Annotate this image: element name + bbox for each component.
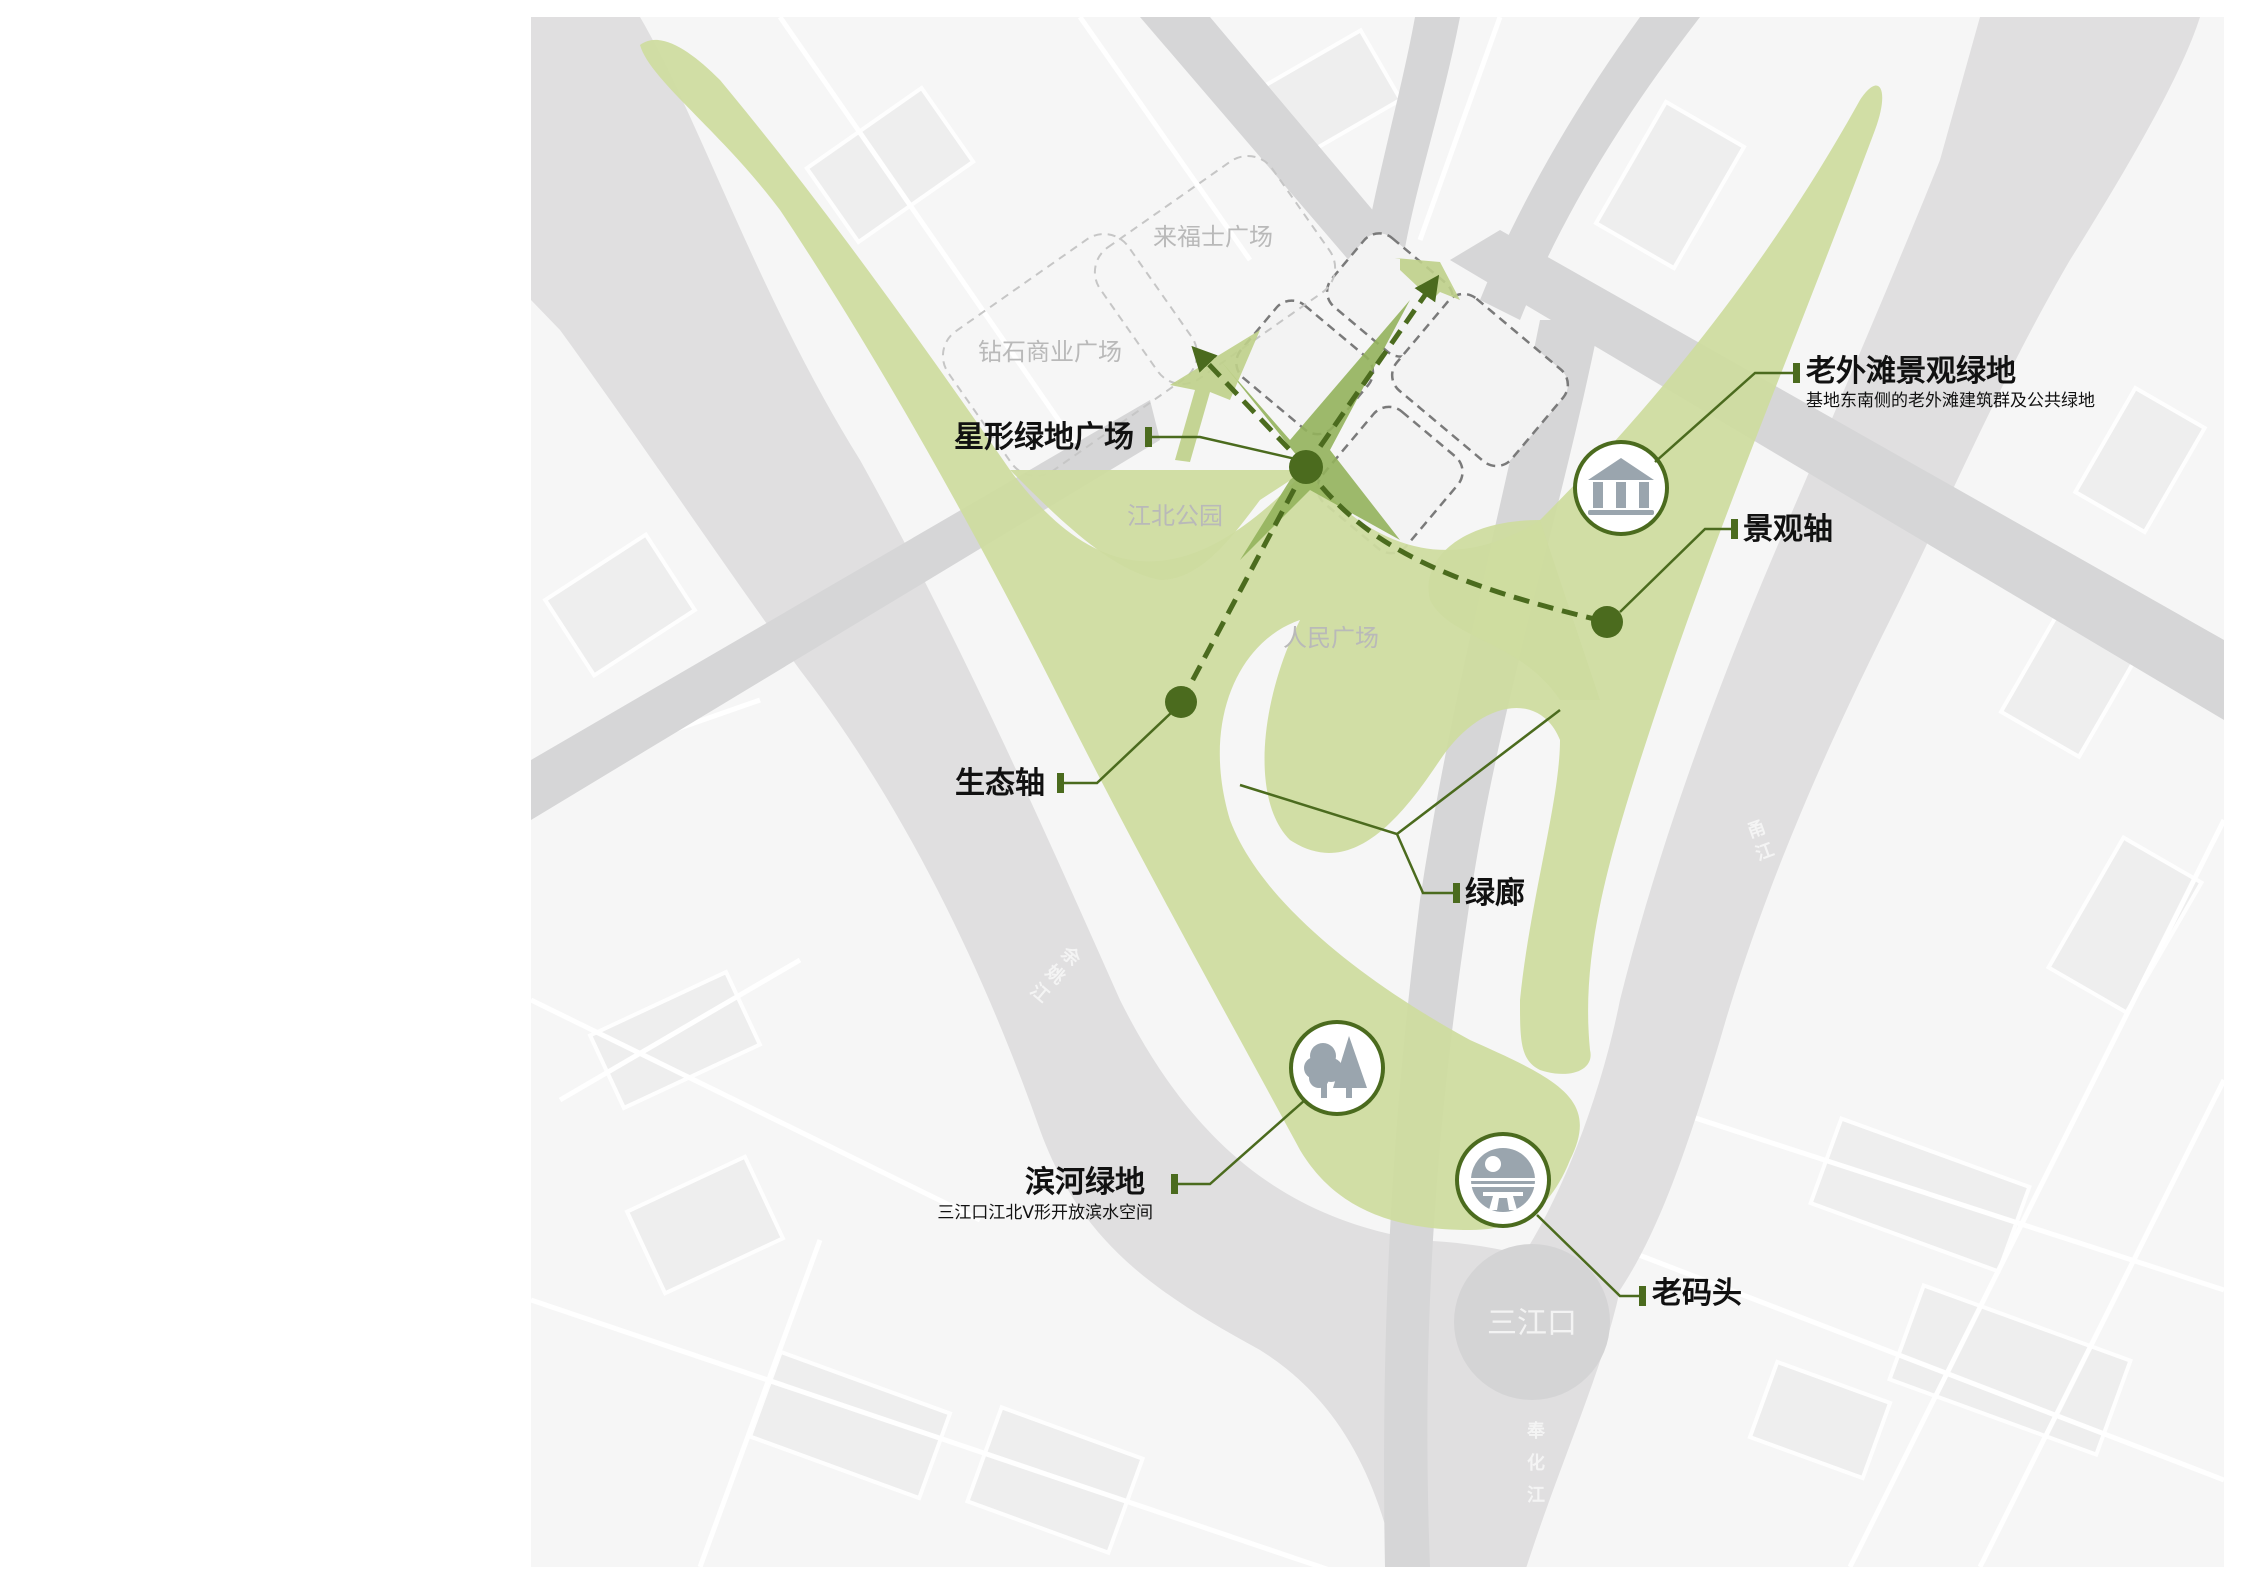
eco-axis-line: [1178, 465, 1309, 704]
road-north-arc: [1360, 17, 1460, 280]
green-corridor-title: 绿廊: [1465, 876, 1525, 911]
riverside-green-title: 滨河绿地: [1025, 1165, 1145, 1200]
landscape-axis-node[interactable]: [1591, 606, 1623, 638]
landscape-axis-line: [1303, 465, 1608, 625]
sanjiangkou-circle: [1454, 1244, 1610, 1400]
jiangbei-park-label: 江北公园: [1127, 502, 1223, 530]
axes: [1178, 274, 1608, 704]
pier-icon[interactable]: [1455, 1132, 1551, 1228]
people-plaza-label: 人民广场: [1283, 624, 1379, 652]
eco-axis-title: 生态轴: [955, 766, 1045, 801]
museum-icon[interactable]: [1573, 440, 1669, 536]
diamond-plaza-label: 钻石商业广场: [978, 338, 1122, 366]
raffles-plaza-label: 来福士广场: [1153, 223, 1273, 251]
western-green-lobe: [1010, 470, 1306, 580]
leader-lines: [1062, 371, 1797, 1298]
road-east-arc: [1480, 17, 1700, 320]
riverside-green-leader: [1175, 1099, 1306, 1186]
district-outlines: [941, 155, 1337, 477]
landscape-axis-title: 景观轴: [1743, 512, 1833, 547]
eco-axis-leader: [1062, 711, 1173, 785]
fenghua-river-label: 奉 化 江: [1526, 1420, 1546, 1506]
landscape-axis-leader: [1619, 527, 1735, 613]
map-base: 三江口 来福士广场 钻石商业广场 江北公园 人民广场 余 姚 江 甬 江 奉 化…: [531, 17, 2224, 1567]
star-plaza-shape: [1220, 300, 1410, 560]
green-corridor-leader: [1239, 709, 1561, 895]
bridge-road-east: [1450, 230, 2224, 720]
parcel-3: [1390, 292, 1570, 468]
arrow-northwest: [1170, 330, 1260, 462]
northeast-axis-line: [1303, 274, 1440, 469]
riverside-green-band: [640, 39, 1883, 1231]
eco-axis-node[interactable]: [1165, 686, 1197, 718]
northwest-axis-line: [1191, 345, 1308, 469]
green-space: [640, 39, 1883, 1231]
riverside-green-subtitle: 三江口江北V形开放滨水空间: [937, 1203, 1153, 1223]
city-blocks: [542, 27, 2208, 1556]
svg-text:化: 化: [1527, 1452, 1545, 1474]
old-pier-title: 老码头: [1652, 1276, 1742, 1311]
eastern-green-arm: [1428, 520, 1600, 700]
leader-caps: [1057, 363, 1800, 1306]
trees-icon[interactable]: [1289, 1020, 1385, 1116]
old-bund-subtitle: 基地东南侧的老外滩建筑群及公共绿地: [1806, 391, 2095, 411]
old-bund-leader: [1654, 371, 1797, 463]
svg-text:江: 江: [1527, 1485, 1545, 1506]
star-plaza-node[interactable]: [1289, 450, 1323, 484]
star-plaza-leader: [1150, 435, 1301, 462]
yong-river: [1520, 17, 2200, 1290]
old-bund-title: 老外滩景观绿地: [1806, 354, 2016, 389]
svg-text:奉: 奉: [1526, 1420, 1546, 1442]
old-pier-leader: [1536, 1214, 1643, 1298]
sanjiangkou-label: 三江口: [1487, 1306, 1577, 1341]
star-plaza-title: 星形绿地广场: [954, 420, 1134, 455]
yuyao-river: [531, 17, 1570, 1567]
